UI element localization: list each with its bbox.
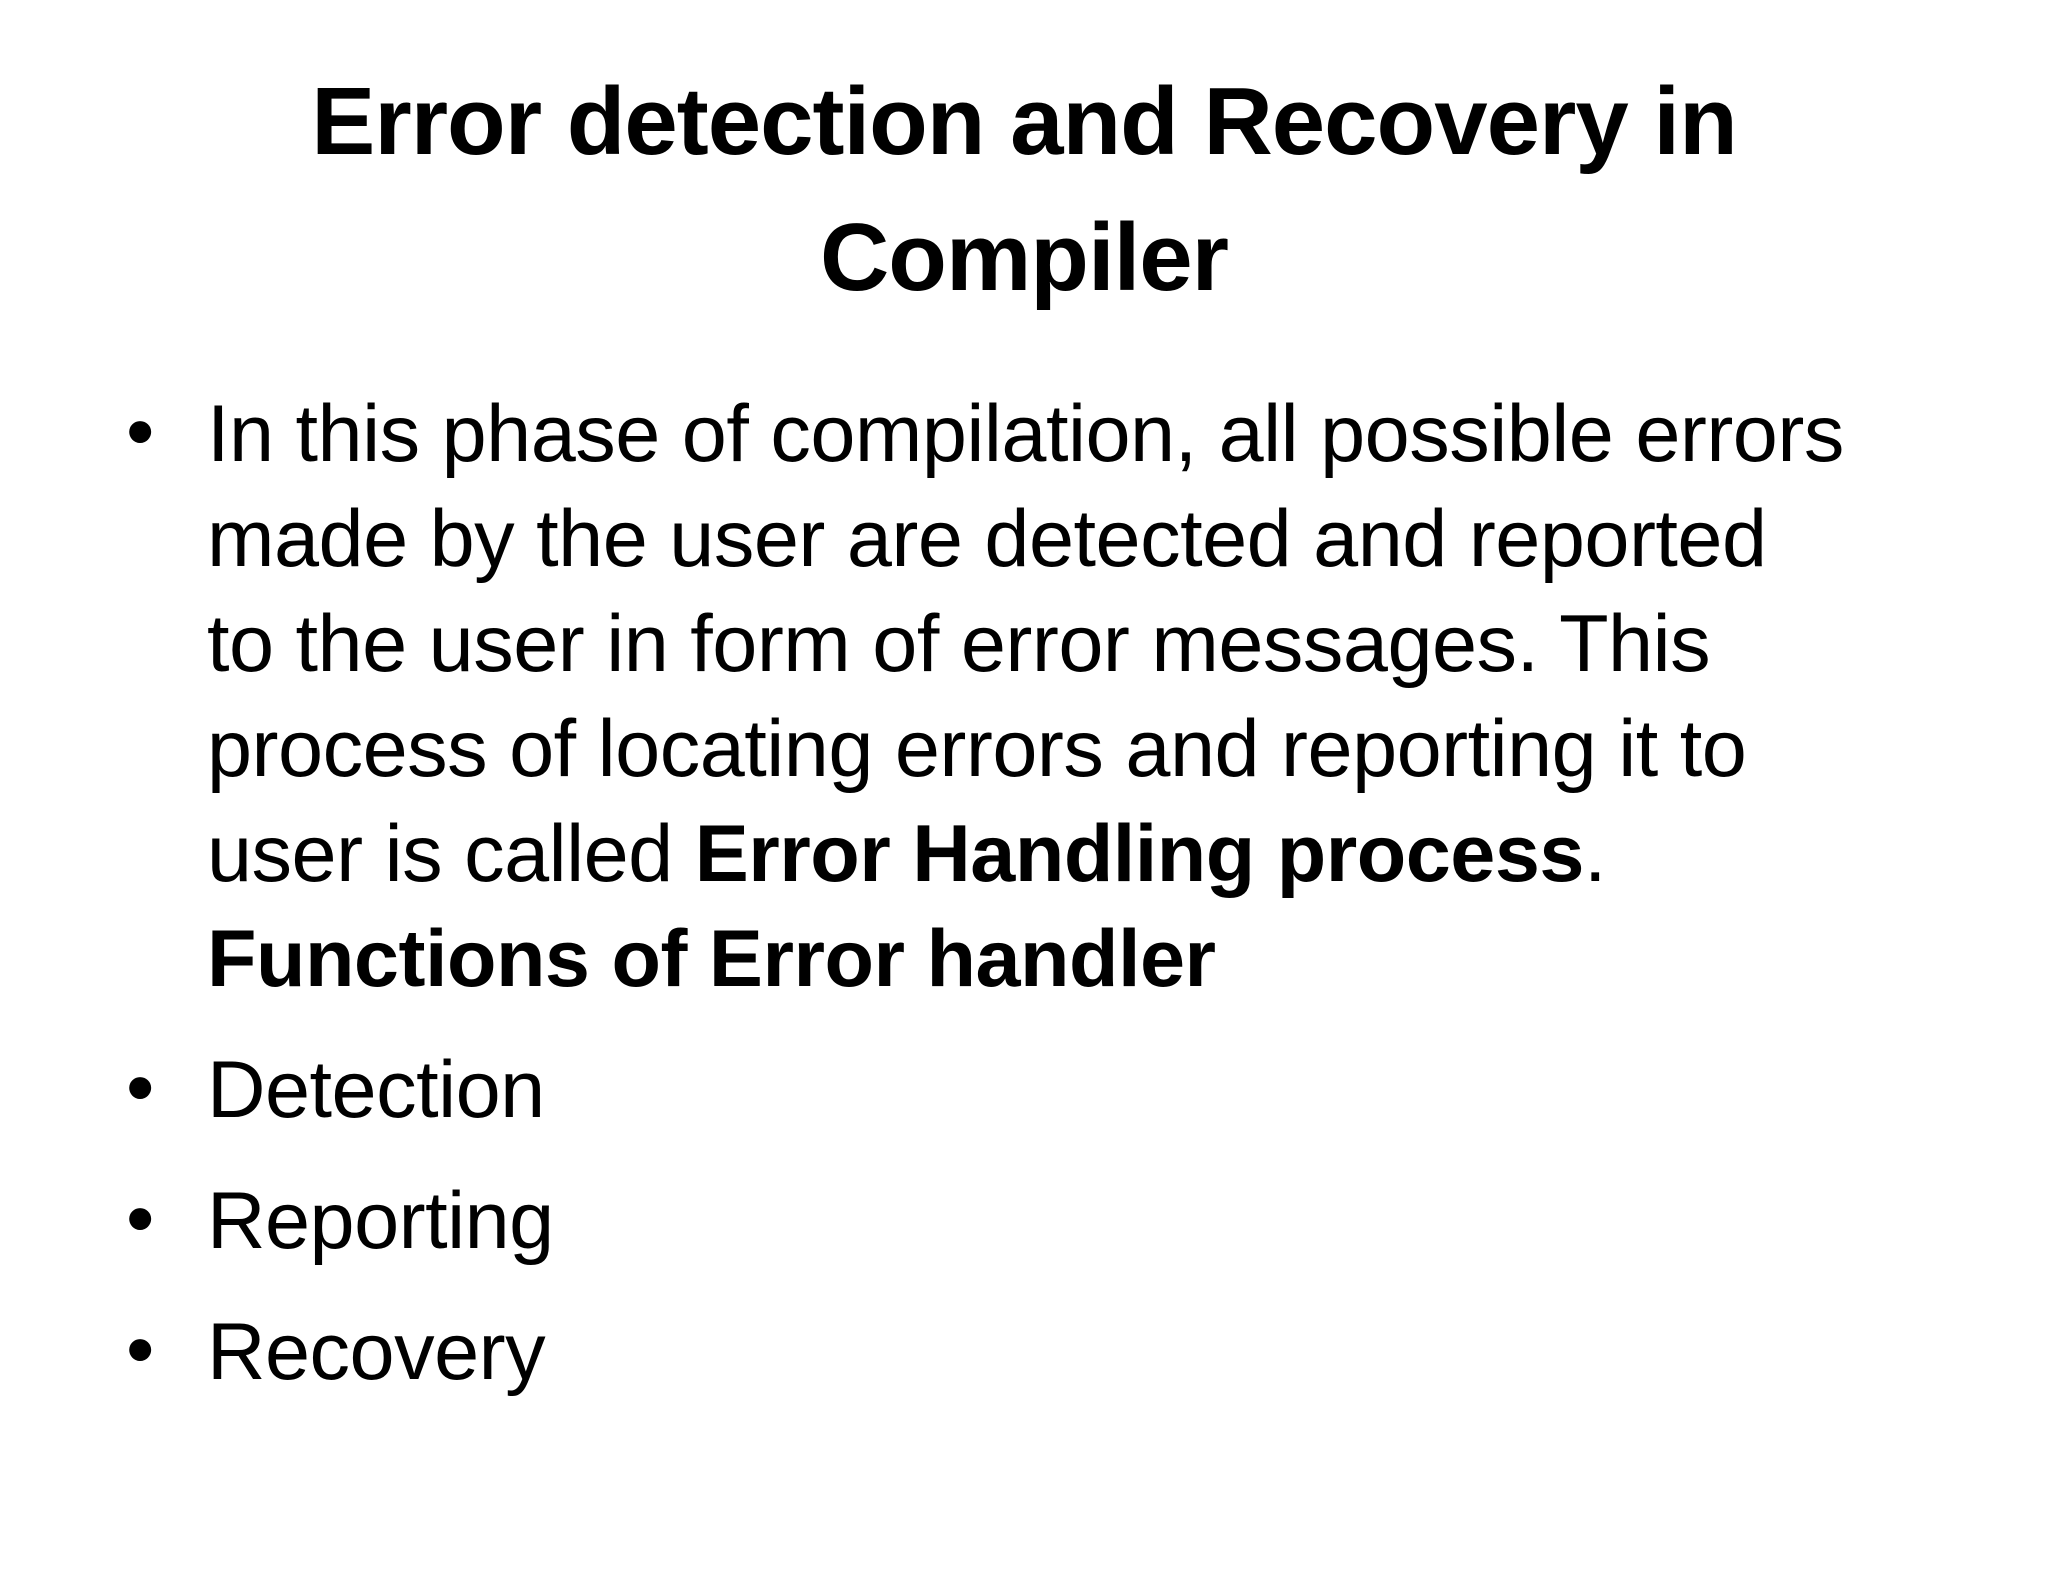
bullet-item: • In this phase of compilation, all possi… xyxy=(0,382,2018,1012)
text-line: Reporting xyxy=(207,1169,2018,1274)
text-segment: Recovery xyxy=(207,1307,546,1397)
title-line: Compiler xyxy=(819,204,1229,311)
text-segment: . xyxy=(1583,809,1607,899)
text-line: user is called Error Handling process. xyxy=(207,802,2018,907)
text-line: process of locating errors and reporting… xyxy=(207,697,2018,802)
text-segment: to the user in form of error messages. T… xyxy=(207,599,1711,689)
bullet-dot-icon: • xyxy=(126,387,154,477)
bullet-text: In this phase of compilation, all possib… xyxy=(207,382,2018,1012)
bullet-item: • Recovery xyxy=(0,1300,2018,1405)
text-line: made by the user are detected and report… xyxy=(207,487,2018,592)
text-segment: Detection xyxy=(207,1045,545,1135)
bullet-text: Reporting xyxy=(207,1169,2018,1274)
text-segment: Reporting xyxy=(207,1176,554,1266)
text-segment: user is called xyxy=(207,809,695,899)
bullet-item: • Reporting xyxy=(0,1169,2018,1274)
slide-title: Error detection and Recovery in Compiler xyxy=(144,54,1904,326)
bullet-text: Detection xyxy=(207,1038,2018,1143)
bullet-dot-icon: • xyxy=(126,1174,154,1264)
text-segment: In this phase of compilation, all possib… xyxy=(207,389,1844,479)
text-line: Recovery xyxy=(207,1300,2018,1405)
text-line: Functions of Error handler xyxy=(207,907,2018,1012)
title-line: Error detection and Recovery in xyxy=(311,68,1737,175)
text-line: In this phase of compilation, all possib… xyxy=(207,382,2018,487)
bullet-dot-icon: • xyxy=(126,1043,154,1133)
text-segment: made by the user are detected and report… xyxy=(207,494,1767,584)
bullet-dot-icon: • xyxy=(126,1305,154,1395)
bullet-text: Recovery xyxy=(207,1300,2018,1405)
text-segment: process of locating errors and reporting… xyxy=(207,704,1747,794)
text-segment: Error Handling process xyxy=(694,809,1585,899)
text-segment: Functions of Error handler xyxy=(207,914,1216,1004)
bullet-item: • Detection xyxy=(0,1038,2018,1143)
bullet-list: • In this phase of compilation, all possi… xyxy=(0,382,2018,1405)
text-line: to the user in form of error messages. T… xyxy=(207,592,2018,697)
text-line: Detection xyxy=(207,1038,2018,1143)
